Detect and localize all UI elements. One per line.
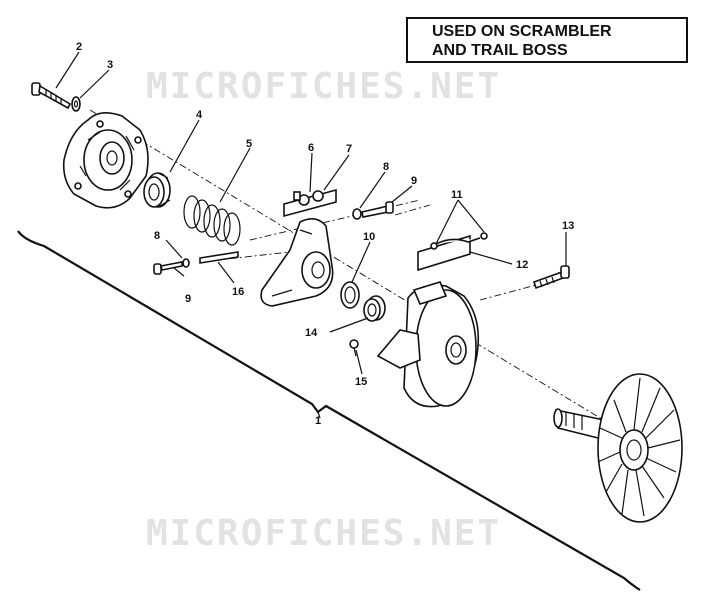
callout-8-lower: 8	[154, 230, 160, 242]
callout-9-upper: 9	[411, 175, 417, 187]
cover-plate	[62, 112, 149, 209]
bushing-part-4	[143, 172, 171, 208]
callout-14: 14	[305, 327, 318, 339]
callout-15: 15	[355, 376, 367, 388]
callout-10: 10	[363, 231, 375, 243]
lower-bolt-8-9-16	[153, 251, 239, 275]
callout-labels: 1 2 3 4 5 6 7 8 9 8 9 10 11 12 13 14 15 …	[76, 41, 574, 427]
watermark-top: MICROFICHES.NET	[146, 66, 501, 107]
model-note-line-1: USED ON SCRAMBLER	[432, 23, 612, 40]
callout-4: 4	[196, 109, 203, 121]
moveable-sheave	[376, 281, 480, 408]
bolt-part-13	[532, 265, 570, 290]
spring-part-5	[183, 195, 241, 246]
callout-13: 13	[562, 220, 574, 232]
callout-6: 6	[308, 142, 314, 154]
spider-bracket	[260, 218, 334, 307]
callout-3: 3	[107, 59, 113, 71]
bushing-part-14	[363, 295, 386, 322]
ring-part-10	[340, 281, 360, 309]
callout-16: 16	[232, 286, 244, 298]
leader-lines	[55, 51, 567, 375]
callout-2: 2	[76, 41, 82, 53]
screw-part-15	[349, 339, 359, 357]
bolt-part-2	[31, 82, 72, 110]
model-note-line-2: AND TRAIL BOSS	[432, 42, 568, 59]
tab-assembly-11-12	[417, 232, 488, 272]
callout-8-upper: 8	[383, 161, 389, 173]
roller-assembly-6-7	[283, 188, 337, 218]
callout-7: 7	[346, 143, 352, 155]
callout-12: 12	[516, 259, 528, 271]
callout-9-lower: 9	[185, 293, 191, 305]
assembly-bracket	[17, 230, 641, 591]
fixed-sheave-with-shaft	[553, 373, 683, 523]
upper-bolt-8-9	[352, 201, 394, 220]
watermark-bottom: MICROFICHES.NET	[146, 513, 501, 554]
washer-part-3	[71, 96, 81, 112]
callout-1: 1	[315, 415, 321, 427]
callout-11: 11	[451, 189, 463, 201]
model-note-box: USED ON SCRAMBLER AND TRAIL BOSS	[406, 17, 688, 63]
callout-5: 5	[246, 138, 252, 150]
